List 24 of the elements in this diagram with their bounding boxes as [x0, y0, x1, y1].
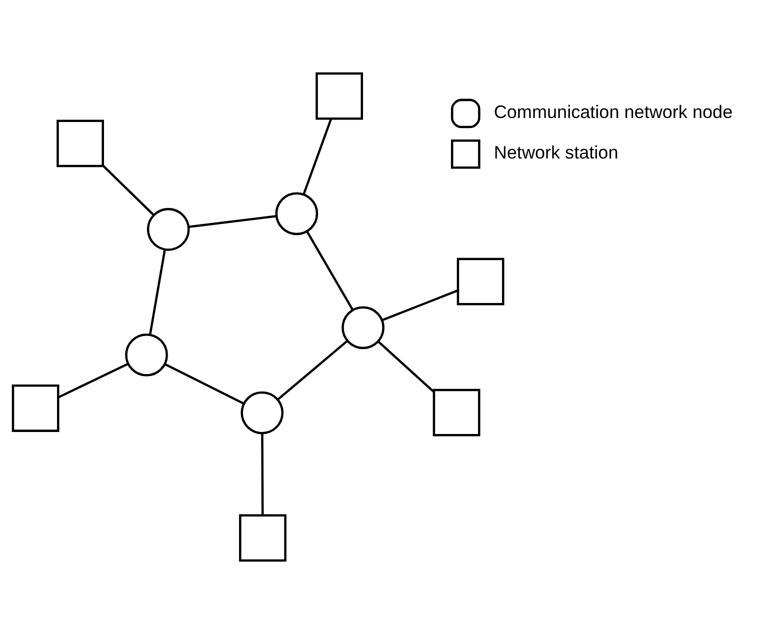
node-circle	[125, 333, 168, 376]
connector	[164, 362, 244, 404]
connector	[382, 288, 458, 321]
connector	[148, 248, 166, 334]
connector	[261, 432, 264, 515]
connector	[277, 340, 348, 400]
connector	[378, 340, 434, 392]
node-box	[239, 514, 286, 562]
legend-label: Network station	[494, 142, 618, 162]
node-circle	[240, 390, 284, 434]
node-box	[12, 384, 60, 432]
node-box	[56, 119, 104, 167]
connector	[302, 118, 332, 194]
connector	[58, 362, 129, 398]
legend-label: Communication network node	[494, 101, 733, 122]
connector	[188, 214, 277, 228]
node-box	[432, 388, 480, 436]
node-box	[316, 72, 364, 120]
connector	[306, 230, 354, 310]
node-circle	[275, 192, 318, 235]
connector	[102, 164, 155, 216]
node-circle	[342, 306, 384, 349]
node-box	[456, 257, 504, 305]
node-circle	[146, 207, 190, 250]
